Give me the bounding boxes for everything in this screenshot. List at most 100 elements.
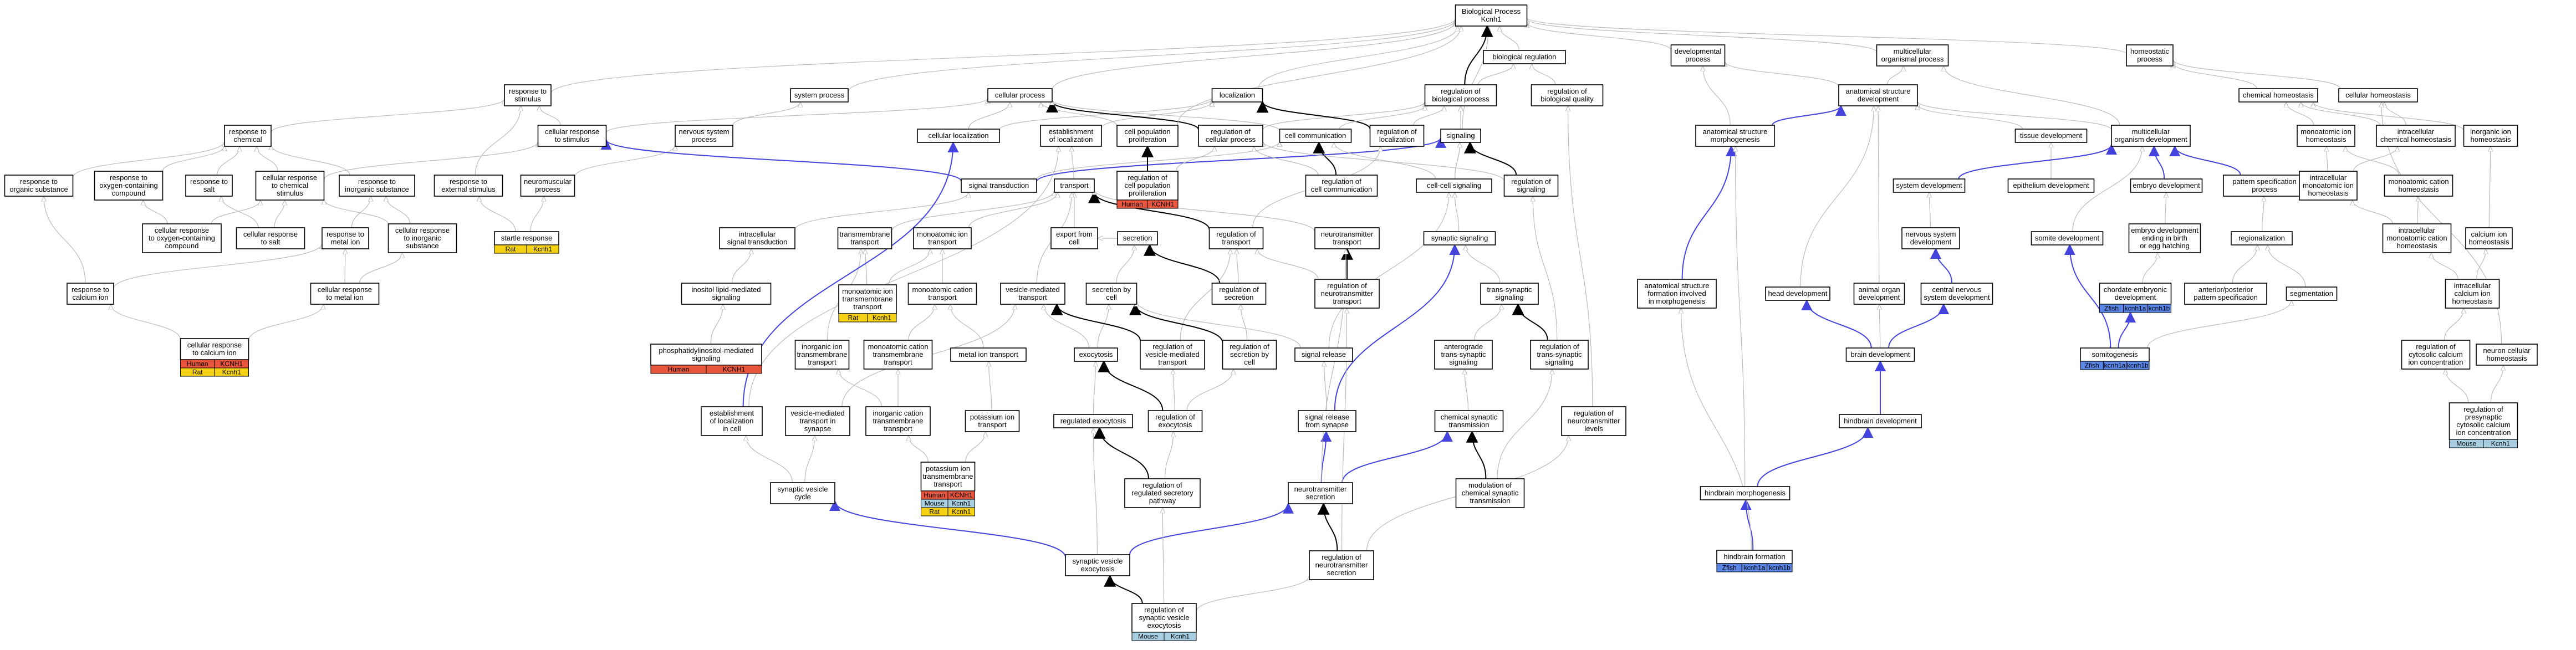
term-node-sys-dev[interactable]: system development: [1893, 178, 1966, 193]
term-node-cell-loc[interactable]: cellular localization: [917, 129, 1000, 143]
term-node-brain-dev[interactable]: brain development: [1845, 347, 1915, 362]
term-node-exocytosis[interactable]: exocytosis: [1074, 347, 1118, 362]
term-node-potassium-tm[interactable]: potassium iontransmembranetransportHuman…: [920, 462, 976, 516]
term-node-hindbrain-dev[interactable]: hindbrain development: [1839, 414, 1922, 428]
term-node-reg-exocytosis-lbl[interactable]: regulated exocytosis: [1053, 414, 1133, 428]
term-node-signal-release[interactable]: signal release: [1294, 347, 1353, 362]
term-node-sig-trans[interactable]: signal transduction: [961, 178, 1037, 193]
term-node-phosph-sig[interactable]: phosphatidylinositol-mediatedsignalingHu…: [650, 344, 762, 374]
term-node-embryo-dev[interactable]: embryo development: [2130, 178, 2203, 193]
term-node-metal-ion-transport[interactable]: metal ion transport: [950, 347, 1027, 362]
term-node-biolreg[interactable]: biological regulation: [1483, 50, 1566, 64]
term-node-syn-sig[interactable]: synaptic signaling: [1423, 231, 1496, 245]
term-node-localization[interactable]: localization: [1211, 88, 1263, 103]
term-node-sysproc[interactable]: system process: [790, 88, 849, 103]
term-node-epith-dev[interactable]: epithelium development: [2007, 178, 2095, 193]
term-node-tissue-dev[interactable]: tissue development: [2014, 129, 2088, 143]
term-node-regionalization[interactable]: regionalization: [2231, 231, 2293, 245]
term-node-segmentation[interactable]: segmentation: [2286, 286, 2338, 301]
term-node-somite-dev[interactable]: somite development: [2031, 231, 2104, 245]
term-node-cell-homeo[interactable]: cellular homeostasis: [2338, 88, 2418, 103]
term-node-chem-homeo[interactable]: chemical homeostasis: [2238, 88, 2318, 103]
term-node-transport[interactable]: transport: [1054, 178, 1095, 193]
term-node-cell-comm[interactable]: cell communication: [1279, 129, 1352, 143]
term-node-signaling[interactable]: signaling: [1440, 129, 1481, 143]
term-node-hindbrain-morph[interactable]: hindbrain morphogenesis: [1700, 486, 1791, 500]
term-node-secretion[interactable]: secretion: [1117, 231, 1158, 245]
